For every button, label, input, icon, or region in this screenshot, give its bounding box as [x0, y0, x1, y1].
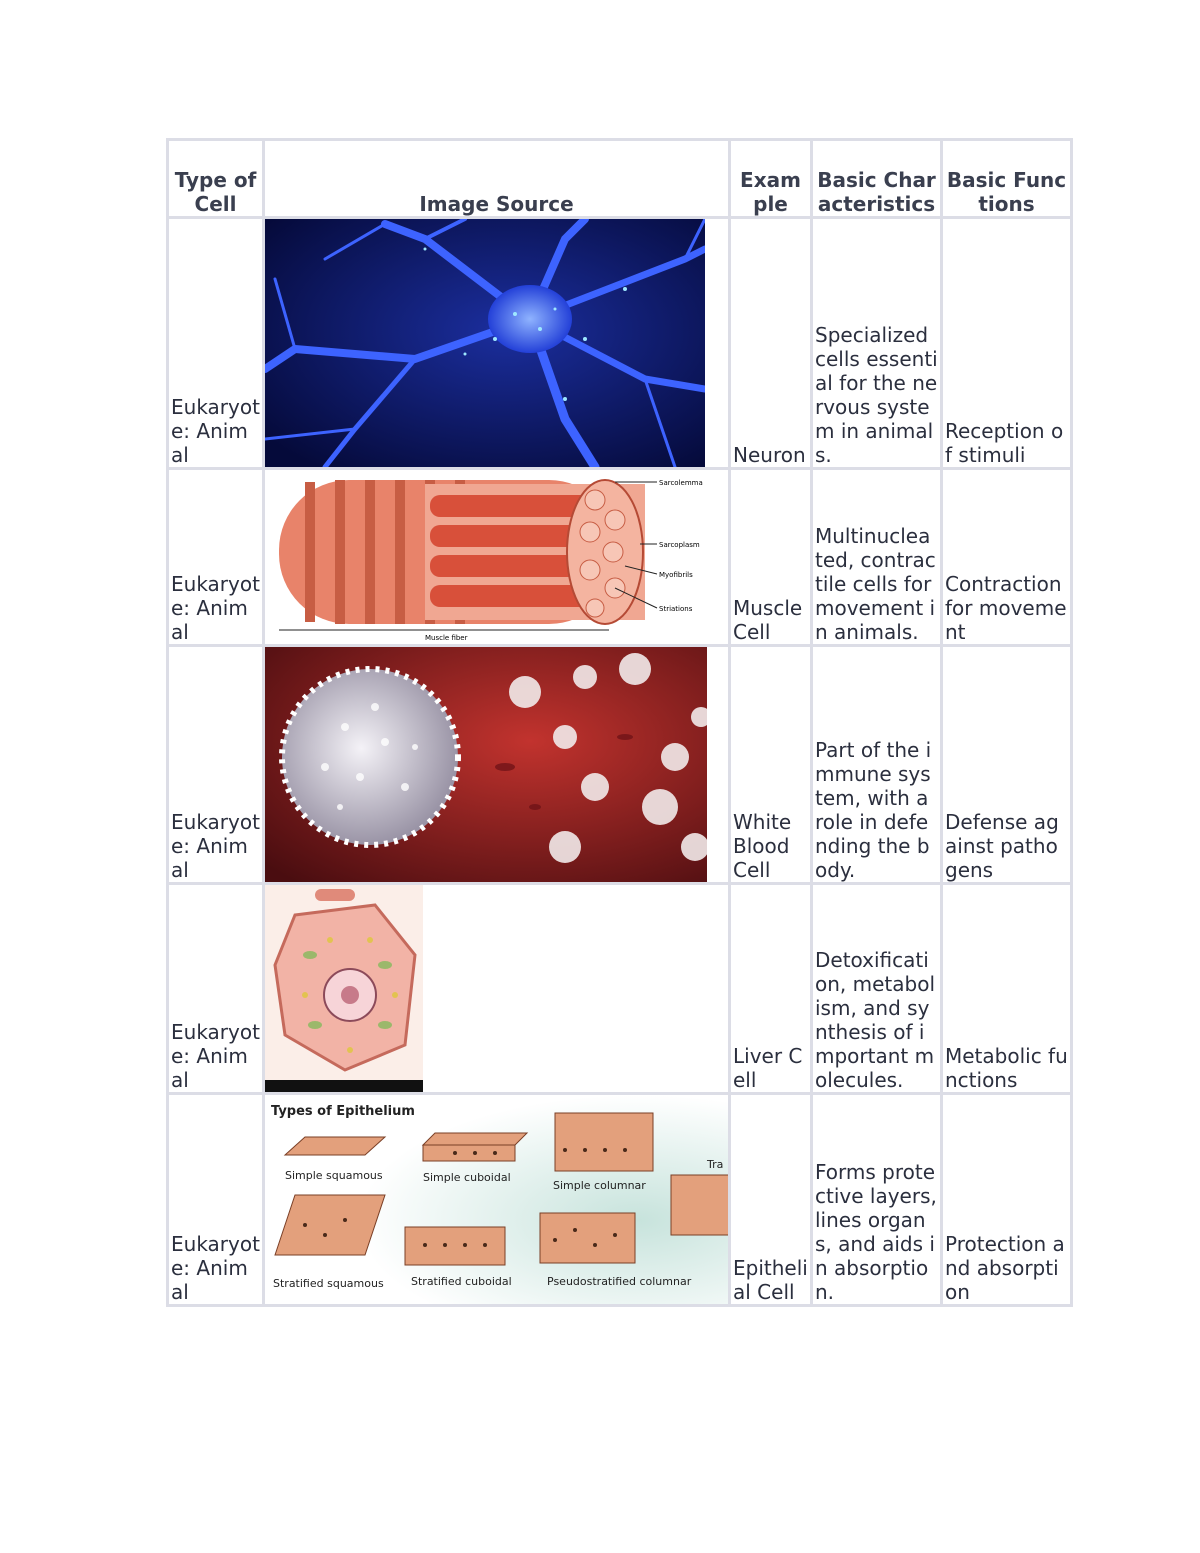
muscle-label-fiber: Muscle fiber	[425, 634, 468, 642]
functions-cell: Defense against pathogens	[940, 644, 1073, 885]
header-functions: Basic Functions	[940, 138, 1073, 219]
epithelium-label-tra: Tra	[706, 1158, 723, 1171]
functions-cell: Contraction for movement	[940, 467, 1073, 647]
example-cell: Liver Cell	[728, 882, 813, 1095]
muscle-label-sarcolemma: Sarcolemma	[659, 479, 703, 487]
header-type: Type of Cell	[166, 138, 265, 219]
liver-cell-diagram	[262, 882, 731, 1095]
epithelium-label-simple-cuboidal: Simple cuboidal	[423, 1171, 511, 1184]
epithelium-label-stratified-squamous: Stratified squamous	[273, 1277, 384, 1290]
example-cell: White Blood Cell	[728, 644, 813, 885]
type-cell: Eukaryote: Animal	[166, 467, 265, 647]
type-cell: Eukaryote: Animal	[166, 882, 265, 1095]
functions-cell: Metabolic functions	[940, 882, 1073, 1095]
example-cell: Epithelial Cell	[728, 1092, 813, 1307]
functions-cell: Reception of stimuli	[940, 216, 1073, 470]
table-header-row: Type of Cell Image Source Example Basic …	[166, 138, 1073, 219]
table-row: Eukaryote: Animal Liver Cell Detox	[166, 882, 1073, 1095]
table-row: Eukaryote: Animal	[166, 644, 1073, 885]
epithelium-label-simple-squamous: Simple squamous	[285, 1169, 383, 1182]
muscle-label-striations: Striations	[659, 605, 693, 613]
header-example: Example	[728, 138, 813, 219]
epithelium-title: Types of Epithelium	[271, 1104, 415, 1119]
epithelium-label-pseudostratified-columnar: Pseudostratified columnar	[547, 1275, 692, 1288]
muscle-fiber-diagram: Sarcolemma Sarcoplasm Myofibrils Striati…	[262, 467, 731, 647]
muscle-label-sarcoplasm: Sarcoplasm	[659, 541, 700, 549]
type-cell: Eukaryote: Animal	[166, 216, 265, 470]
muscle-label-myofibrils: Myofibrils	[659, 571, 693, 579]
epithelium-label-stratified-cuboidal: Stratified cuboidal	[411, 1275, 512, 1288]
characteristics-cell: Detoxification, metabolism, and synthesi…	[810, 882, 943, 1095]
type-cell: Eukaryote: Animal	[166, 644, 265, 885]
epithelium-label-simple-columnar: Simple columnar	[553, 1179, 646, 1192]
example-cell: Muscle Cell	[728, 467, 813, 647]
table-row: Eukaryote: Animal	[166, 467, 1073, 647]
type-cell: Eukaryote: Animal	[166, 1092, 265, 1307]
header-image-source: Image Source	[262, 138, 731, 219]
characteristics-cell: Multinucleated, contractile cells for mo…	[810, 467, 943, 647]
neuron-image	[262, 216, 731, 470]
header-characteristics: Basic Characteristics	[810, 138, 943, 219]
white-blood-cell-image	[262, 644, 731, 885]
cell-types-table: Type of Cell Image Source Example Basic …	[166, 138, 1073, 1307]
epithelium-types-diagram: Types of Epithelium Simp	[262, 1092, 731, 1307]
functions-cell: Protection and absorption	[940, 1092, 1073, 1307]
characteristics-cell: Forms protective layers, lines organs, a…	[810, 1092, 943, 1307]
example-cell: Neuron	[728, 216, 813, 470]
table-row: Eukaryote: Animal Types of Epithelium	[166, 1092, 1073, 1307]
characteristics-cell: Specialized cells essential for the nerv…	[810, 216, 943, 470]
table-row: Eukaryote: Animal	[166, 216, 1073, 470]
characteristics-cell: Part of the immune system, with a role i…	[810, 644, 943, 885]
